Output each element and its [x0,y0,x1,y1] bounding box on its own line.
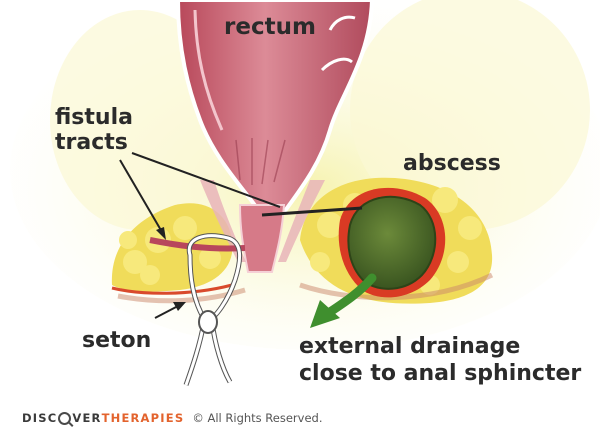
left-fat-tissue [111,203,246,304]
fistula-tract-upper [261,206,363,217]
abscess [338,187,446,298]
anal-canal [238,204,286,273]
footer: DISC VER THERAPIES © All Rights Reserved… [22,408,323,428]
seton-loop [183,233,243,386]
brand-text-ver: VER [72,411,102,425]
brand-text-therapies: THERAPIES [101,411,185,425]
drainage-arrow [310,273,377,328]
magnifier-icon [58,411,72,425]
drainage-label-line2: close to anal sphincter [299,361,582,386]
brand-logo: DISC VER THERAPIES [22,411,184,425]
background-glow-right [350,0,590,230]
pointer-lines [119,152,281,319]
drainage-label: external drainage close to anal sphincte… [299,333,581,387]
brand-text-disc: DISC [22,411,58,425]
copyright-text: © All Rights Reserved. [192,411,323,425]
abscess-label: abscess [403,151,501,176]
fistula-tracts-label: fistula tracts [55,105,133,156]
fistula-label-line1: fistula [55,105,133,130]
rectum-label: rectum [224,14,316,40]
drainage-label-line1: external drainage [299,334,521,359]
fistula-label-line2: tracts [55,130,128,156]
seton-label: seton [82,328,152,353]
